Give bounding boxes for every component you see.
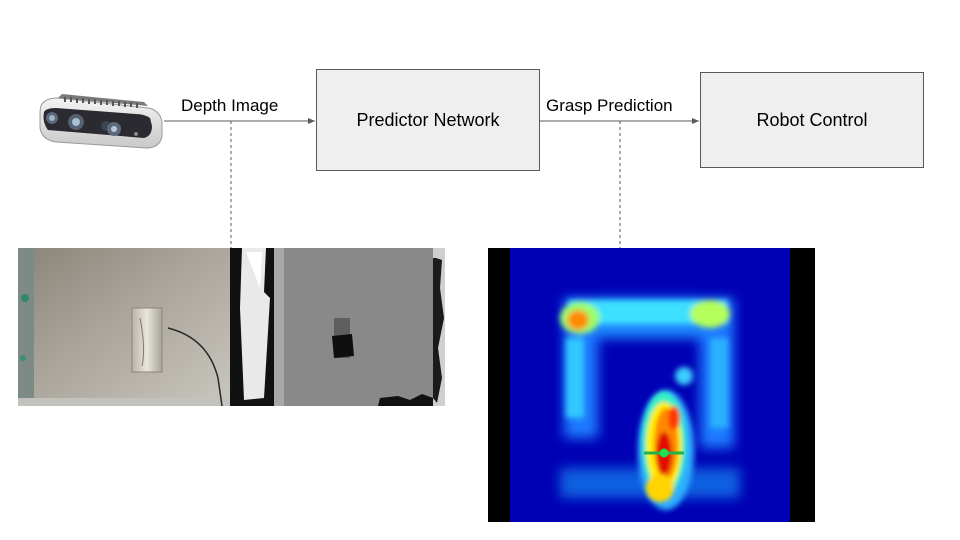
rgb-image	[18, 248, 230, 406]
depth-image	[230, 248, 445, 406]
grasp-prediction-label: Grasp Prediction	[546, 96, 673, 115]
robot-control-label: Robot Control	[756, 109, 868, 130]
grasp-center-point	[659, 448, 669, 458]
depth-camera-icon	[39, 94, 163, 149]
predictor-network-box: Predictor Network	[316, 69, 540, 171]
robot-control-box: Robot Control	[700, 72, 924, 168]
grasp-heatmap-image	[488, 248, 815, 522]
rgb-depth-image-pair	[18, 248, 445, 406]
predictor-network-label: Predictor Network	[356, 109, 500, 130]
depth-image-label: Depth Image	[181, 96, 279, 115]
